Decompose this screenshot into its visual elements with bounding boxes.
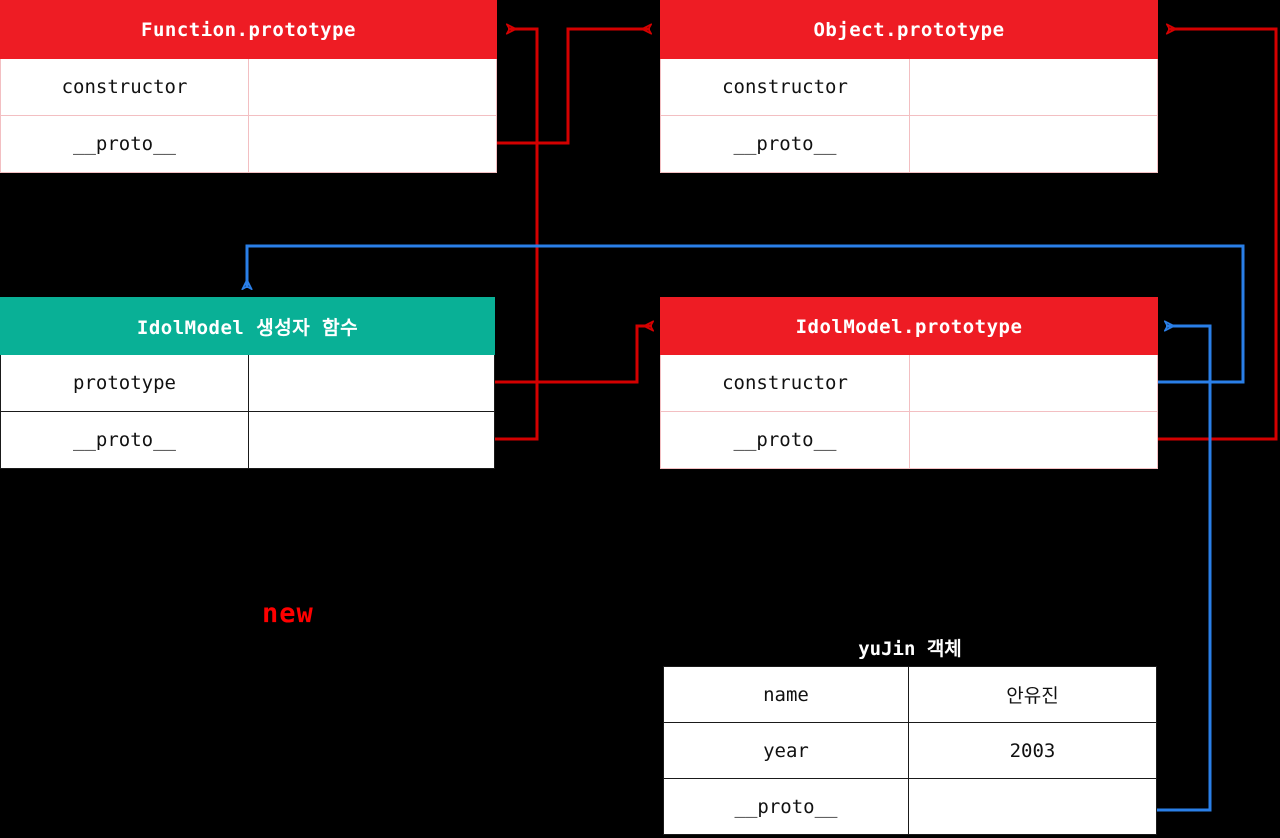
property-key: constructor [1, 59, 249, 115]
table-row: prototype [0, 355, 495, 412]
table-row: __proto__ [0, 116, 497, 173]
table-row: __proto__ [663, 778, 1157, 835]
property-key: __proto__ [1, 412, 249, 468]
property-value [909, 779, 1156, 834]
function-prototype-box: Function.prototype constructor __proto__ [0, 0, 497, 173]
property-key: __proto__ [1, 116, 249, 172]
table-row: constructor [660, 355, 1158, 412]
object-prototype-box: Object.prototype constructor __proto__ [660, 0, 1158, 173]
property-key: year [664, 723, 909, 778]
property-value [249, 116, 496, 172]
property-value [910, 116, 1157, 172]
table-row: constructor [0, 59, 497, 116]
table-row: year 2003 [663, 722, 1157, 778]
property-value [249, 355, 494, 411]
table-row: __proto__ [660, 412, 1158, 469]
property-key: constructor [661, 355, 910, 411]
property-key: __proto__ [661, 116, 910, 172]
new-operator-label: new [262, 598, 314, 629]
idolmodel-prototype-header: IdolModel.prototype [660, 297, 1158, 355]
property-value [910, 355, 1157, 411]
property-value: 2003 [909, 723, 1156, 778]
table-row: __proto__ [0, 412, 495, 469]
property-key: constructor [661, 59, 910, 115]
property-key: __proto__ [664, 779, 909, 834]
property-value [249, 412, 494, 468]
property-value [910, 412, 1157, 468]
object-prototype-header: Object.prototype [660, 0, 1158, 59]
property-key: prototype [1, 355, 249, 411]
idolmodel-constructor-function-box: IdolModel 생성자 함수 prototype __proto__ [0, 297, 495, 469]
property-value: 안유진 [909, 667, 1156, 722]
yujin-object-title: yuJin 객체 [858, 637, 962, 660]
idolmodel-constructor-header: IdolModel 생성자 함수 [0, 297, 495, 355]
table-row: constructor [660, 59, 1158, 116]
property-value [249, 59, 496, 115]
property-value [910, 59, 1157, 115]
property-key: __proto__ [661, 412, 910, 468]
table-row: name 안유진 [663, 666, 1157, 722]
property-key: name [664, 667, 909, 722]
function-prototype-header: Function.prototype [0, 0, 497, 59]
idolmodel-prototype-box: IdolModel.prototype constructor __proto_… [660, 297, 1158, 469]
yujin-object-box: yuJin 객체 name 안유진 year 2003 __proto__ [663, 628, 1157, 835]
table-row: __proto__ [660, 116, 1158, 173]
